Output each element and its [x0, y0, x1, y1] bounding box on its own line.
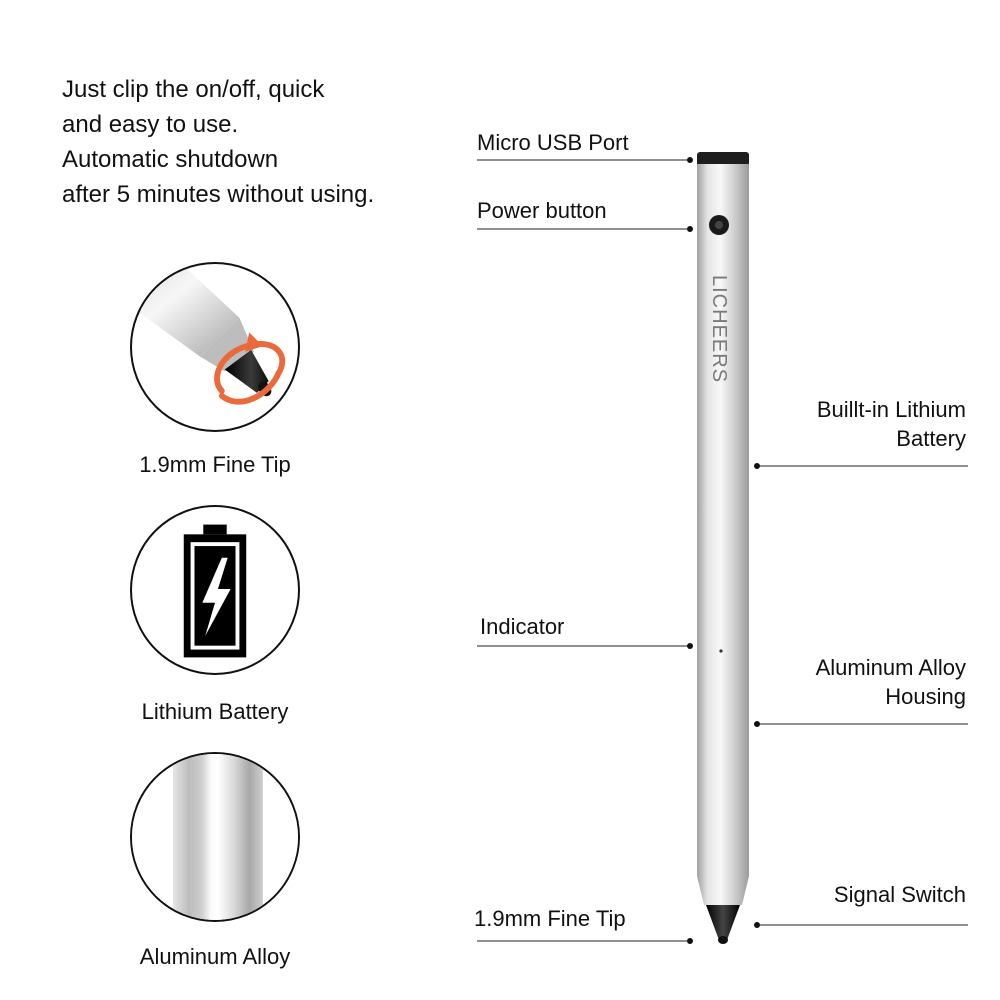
aluminum-label: Aluminum Alloy — [139, 944, 291, 969]
housing-callout-label: Aluminum Alloy Housing — [816, 653, 966, 711]
usb-cap — [697, 152, 749, 166]
fine-tip-label: 1.9mm Fine Tip — [139, 452, 291, 477]
stylus-body — [697, 164, 749, 876]
fine-tip-rotate-icon — [132, 264, 286, 405]
intro-line: after 5 minutes without using. — [62, 181, 375, 208]
battery-callout-label: Buillt-in Lithium Battery — [817, 395, 966, 453]
battery-charging-icon — [183, 524, 247, 658]
fine-tip-callout-label: 1.9mm Fine Tip — [474, 906, 626, 931]
battery-label: Lithium Battery — [141, 699, 289, 724]
power-button-label: Power button — [477, 198, 607, 223]
fine-tip-circle — [130, 262, 300, 432]
intro-line: and easy to use. — [62, 111, 239, 138]
battery-callout-line: Battery — [896, 426, 966, 451]
housing-callout-line: Housing — [885, 684, 966, 709]
aluminum-texture-icon — [132, 754, 298, 920]
indicator-dot — [719, 649, 723, 653]
aluminum-circle — [130, 752, 300, 922]
stylus-brand: LICHEERS — [708, 275, 730, 383]
housing-callout-line: Aluminum Alloy — [815, 655, 966, 680]
signal-switch-label: Signal Switch — [833, 882, 966, 907]
indicator-label: Indicator — [480, 614, 565, 639]
intro-line: Just clip the on/off, quick — [62, 76, 325, 103]
stylus-collar — [697, 876, 749, 905]
stylus-tip — [706, 905, 740, 940]
intro-line: Automatic shutdown — [62, 146, 279, 173]
battery-callout-line: Buillt-in Lithium — [816, 397, 966, 422]
battery-circle — [130, 505, 300, 675]
intro-text: Just clip the on/off, quick and easy to … — [62, 72, 374, 212]
micro-usb-label: Micro USB Port — [477, 130, 629, 155]
